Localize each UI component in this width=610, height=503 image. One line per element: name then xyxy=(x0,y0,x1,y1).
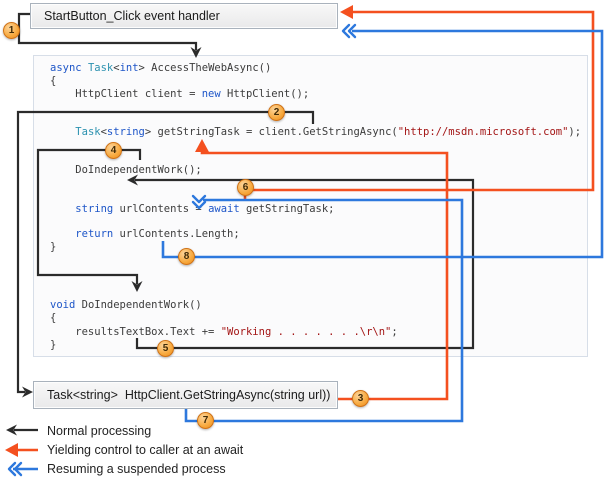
legend-resume-chevron xyxy=(7,461,17,477)
flow8-chevron-left xyxy=(341,23,351,39)
startbutton-handler-box: StartButton_Click event handler xyxy=(30,3,338,29)
code-line: void DoIndependentWork() xyxy=(50,299,202,311)
step-marker-6: 6 xyxy=(237,179,254,196)
legend-item-yield: Yielding control to caller at an await xyxy=(47,441,243,459)
getstringasync-box: Task<string> HttpClient.GetStringAsync(s… xyxy=(33,381,338,409)
code-line xyxy=(50,113,581,126)
legend-label-normal: Normal processing xyxy=(47,424,152,438)
code-block-doindependentwork: void DoIndependentWork(){ resultsTextBox… xyxy=(50,299,398,353)
startbutton-handler-label: StartButton_Click event handler xyxy=(44,9,220,23)
code-line: } xyxy=(50,339,57,352)
flow8-chevron-left2 xyxy=(347,23,357,39)
code-line: async Task<int> AccessTheWebAsync() xyxy=(50,62,272,74)
legend-normal-arrowhead xyxy=(6,424,17,436)
flow6-arrowhead-left xyxy=(340,5,353,19)
step-marker-5: 5 xyxy=(157,340,174,357)
legend-yield-arrowhead xyxy=(5,443,18,457)
code-line: return urlContents.Length; xyxy=(75,228,240,241)
step-marker-4: 4 xyxy=(105,142,122,159)
code-line xyxy=(50,100,581,113)
step-marker-2: 2 xyxy=(268,104,285,121)
legend-resume-chevron2 xyxy=(13,461,23,477)
code-line xyxy=(50,216,581,229)
getstringasync-label: Task<string> HttpClient.GetStringAsync(s… xyxy=(47,388,331,402)
code-line: { xyxy=(50,312,57,325)
legend-label-yield: Yielding control to caller at an await xyxy=(47,443,244,457)
code-line xyxy=(50,139,581,152)
step-marker-3: 3 xyxy=(352,390,369,407)
code-block-accessthewebasync: async Task<int> AccessTheWebAsync(){ Htt… xyxy=(50,62,581,254)
step-marker-1: 1 xyxy=(3,22,20,39)
step-marker-7: 7 xyxy=(197,412,214,429)
code-line: } xyxy=(50,241,57,254)
legend-item-normal: Normal processing xyxy=(47,422,151,440)
code-line: Task<string> getStringTask = client.GetS… xyxy=(75,125,582,138)
legend-item-resume: Resuming a suspended process xyxy=(47,460,226,478)
code-line: string urlContents = await getStringTask… xyxy=(75,202,335,215)
code-line: { xyxy=(50,74,57,87)
code-line: HttpClient client = new HttpClient(); xyxy=(50,87,310,100)
code-line xyxy=(50,177,581,190)
code-line xyxy=(50,190,581,203)
step-marker-8: 8 xyxy=(178,248,195,265)
code-line xyxy=(50,152,581,165)
code-line: DoIndependentWork(); xyxy=(50,164,202,177)
code-line: resultsTextBox.Text += "Working . . . . … xyxy=(50,325,398,338)
legend-label-resume: Resuming a suspended process xyxy=(47,462,226,476)
flow2-arrowhead-right xyxy=(22,386,33,398)
